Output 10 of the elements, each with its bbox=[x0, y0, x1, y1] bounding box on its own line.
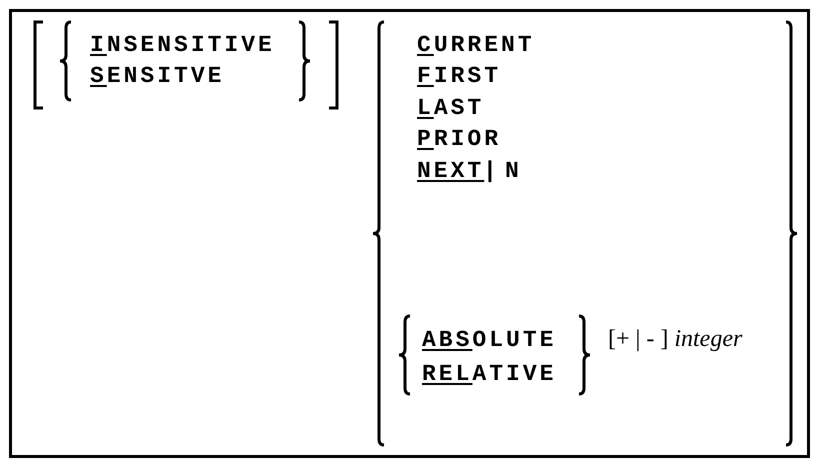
keyword: RELATIVE bbox=[422, 362, 556, 386]
option-text: [+ | - ] integer bbox=[608, 326, 742, 352]
keyword: ABSOLUTE bbox=[422, 328, 556, 352]
keyword: LAST bbox=[417, 96, 484, 120]
keyword: CURRENT bbox=[417, 33, 535, 57]
separator-text: | bbox=[483, 159, 500, 183]
keyword: PRIOR bbox=[417, 127, 502, 151]
keyword: NEXT bbox=[417, 159, 484, 183]
keyword: SENSITVE bbox=[90, 64, 224, 88]
keyword: N bbox=[505, 159, 522, 183]
